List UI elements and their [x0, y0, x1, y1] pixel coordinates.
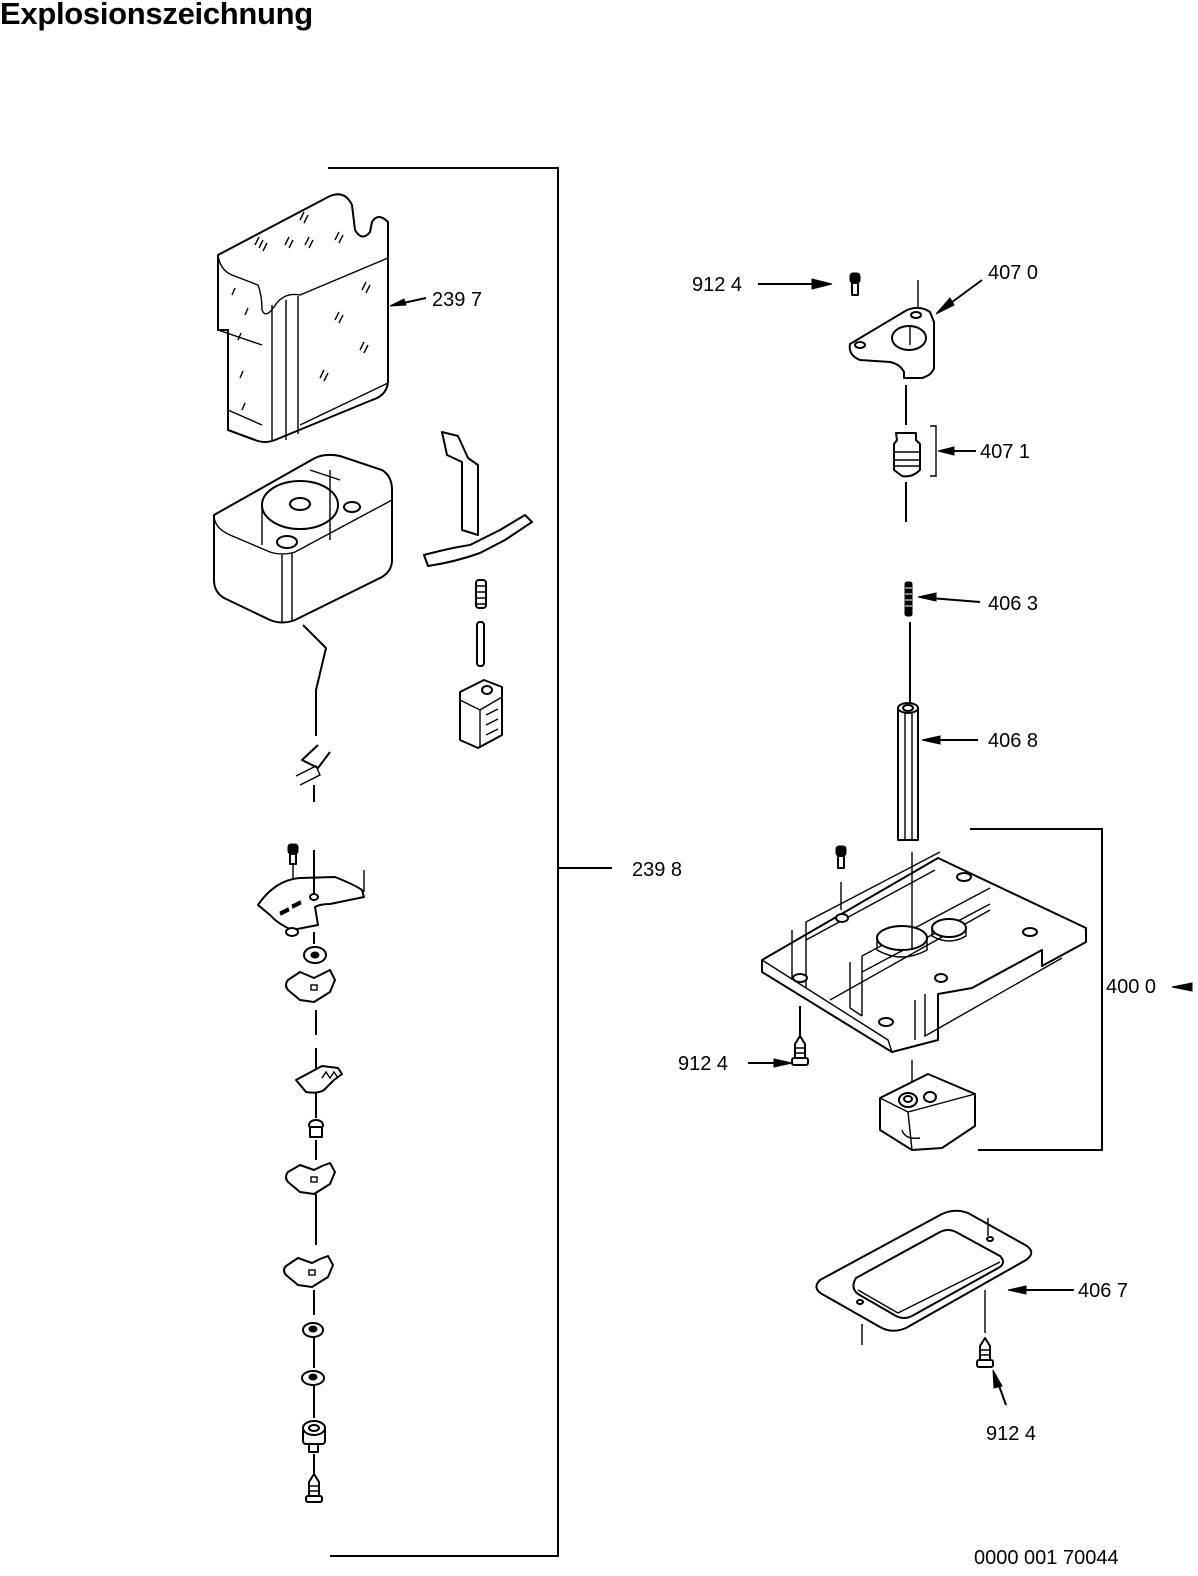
part-cam-plate: [257, 850, 365, 937]
part-contact-clip: [441, 431, 479, 536]
part-shaft-4068: [897, 702, 919, 841]
part-valve-4071: [893, 425, 937, 478]
part-washer-1: [302, 1322, 324, 1338]
part-latch-3: [283, 1255, 334, 1288]
callout-2397: 239 7: [432, 289, 482, 311]
part-bracket-4070: [848, 280, 935, 379]
part-spring: [475, 579, 487, 609]
part-latch-1: [285, 969, 336, 1003]
part-bushing-1: [303, 946, 327, 964]
arrow-4000: [1171, 982, 1193, 992]
callout-9124-bottom: 912 4: [986, 1423, 1036, 1445]
callout-9124-mid: 912 4: [678, 1053, 728, 1075]
page-title: Explosionszeichnung: [0, 0, 313, 31]
part-latch-2: [285, 1162, 336, 1195]
part-pin: [476, 621, 485, 667]
part-gasket-4067: [815, 1209, 1033, 1345]
assembly-bracket-4000: [970, 828, 1103, 1151]
callout-4063: 406 3: [988, 593, 1038, 615]
part-screw-9124-mid: [791, 1035, 809, 1066]
part-washer-2: [301, 1370, 325, 1386]
part-screw-9124-top: [849, 272, 861, 296]
part-screw-9124-bottom: [976, 1337, 994, 1368]
part-screw-base-top: [835, 845, 847, 910]
part-base-plate: [761, 851, 1087, 1053]
part-cover-2397: [217, 193, 389, 443]
part-spacer-2: [302, 1420, 326, 1453]
callout-9124-top: 912 4: [692, 274, 742, 296]
part-spacer-1: [308, 1119, 324, 1138]
part-terminal-block: [459, 679, 503, 749]
part-housing: [213, 453, 393, 624]
part-lever-arm: [423, 514, 533, 567]
document-number: 0000 001 70044: [974, 1547, 1119, 1569]
assembly-bracket-2398: [328, 167, 612, 1557]
part-wire-link: [295, 624, 331, 802]
part-spring-4063: [904, 581, 913, 617]
part-screw-bottom-left: [305, 1473, 323, 1503]
callout-4070: 407 0: [988, 262, 1038, 284]
callout-2398: 239 8: [632, 859, 682, 881]
callout-4068: 406 8: [988, 730, 1038, 752]
callout-4000: 400 0: [1106, 976, 1156, 998]
part-contact-spring-plate: [295, 1065, 343, 1094]
callout-4071: 407 1: [980, 441, 1030, 463]
callout-4067: 406 7: [1078, 1280, 1128, 1302]
part-motor: [879, 1060, 976, 1151]
